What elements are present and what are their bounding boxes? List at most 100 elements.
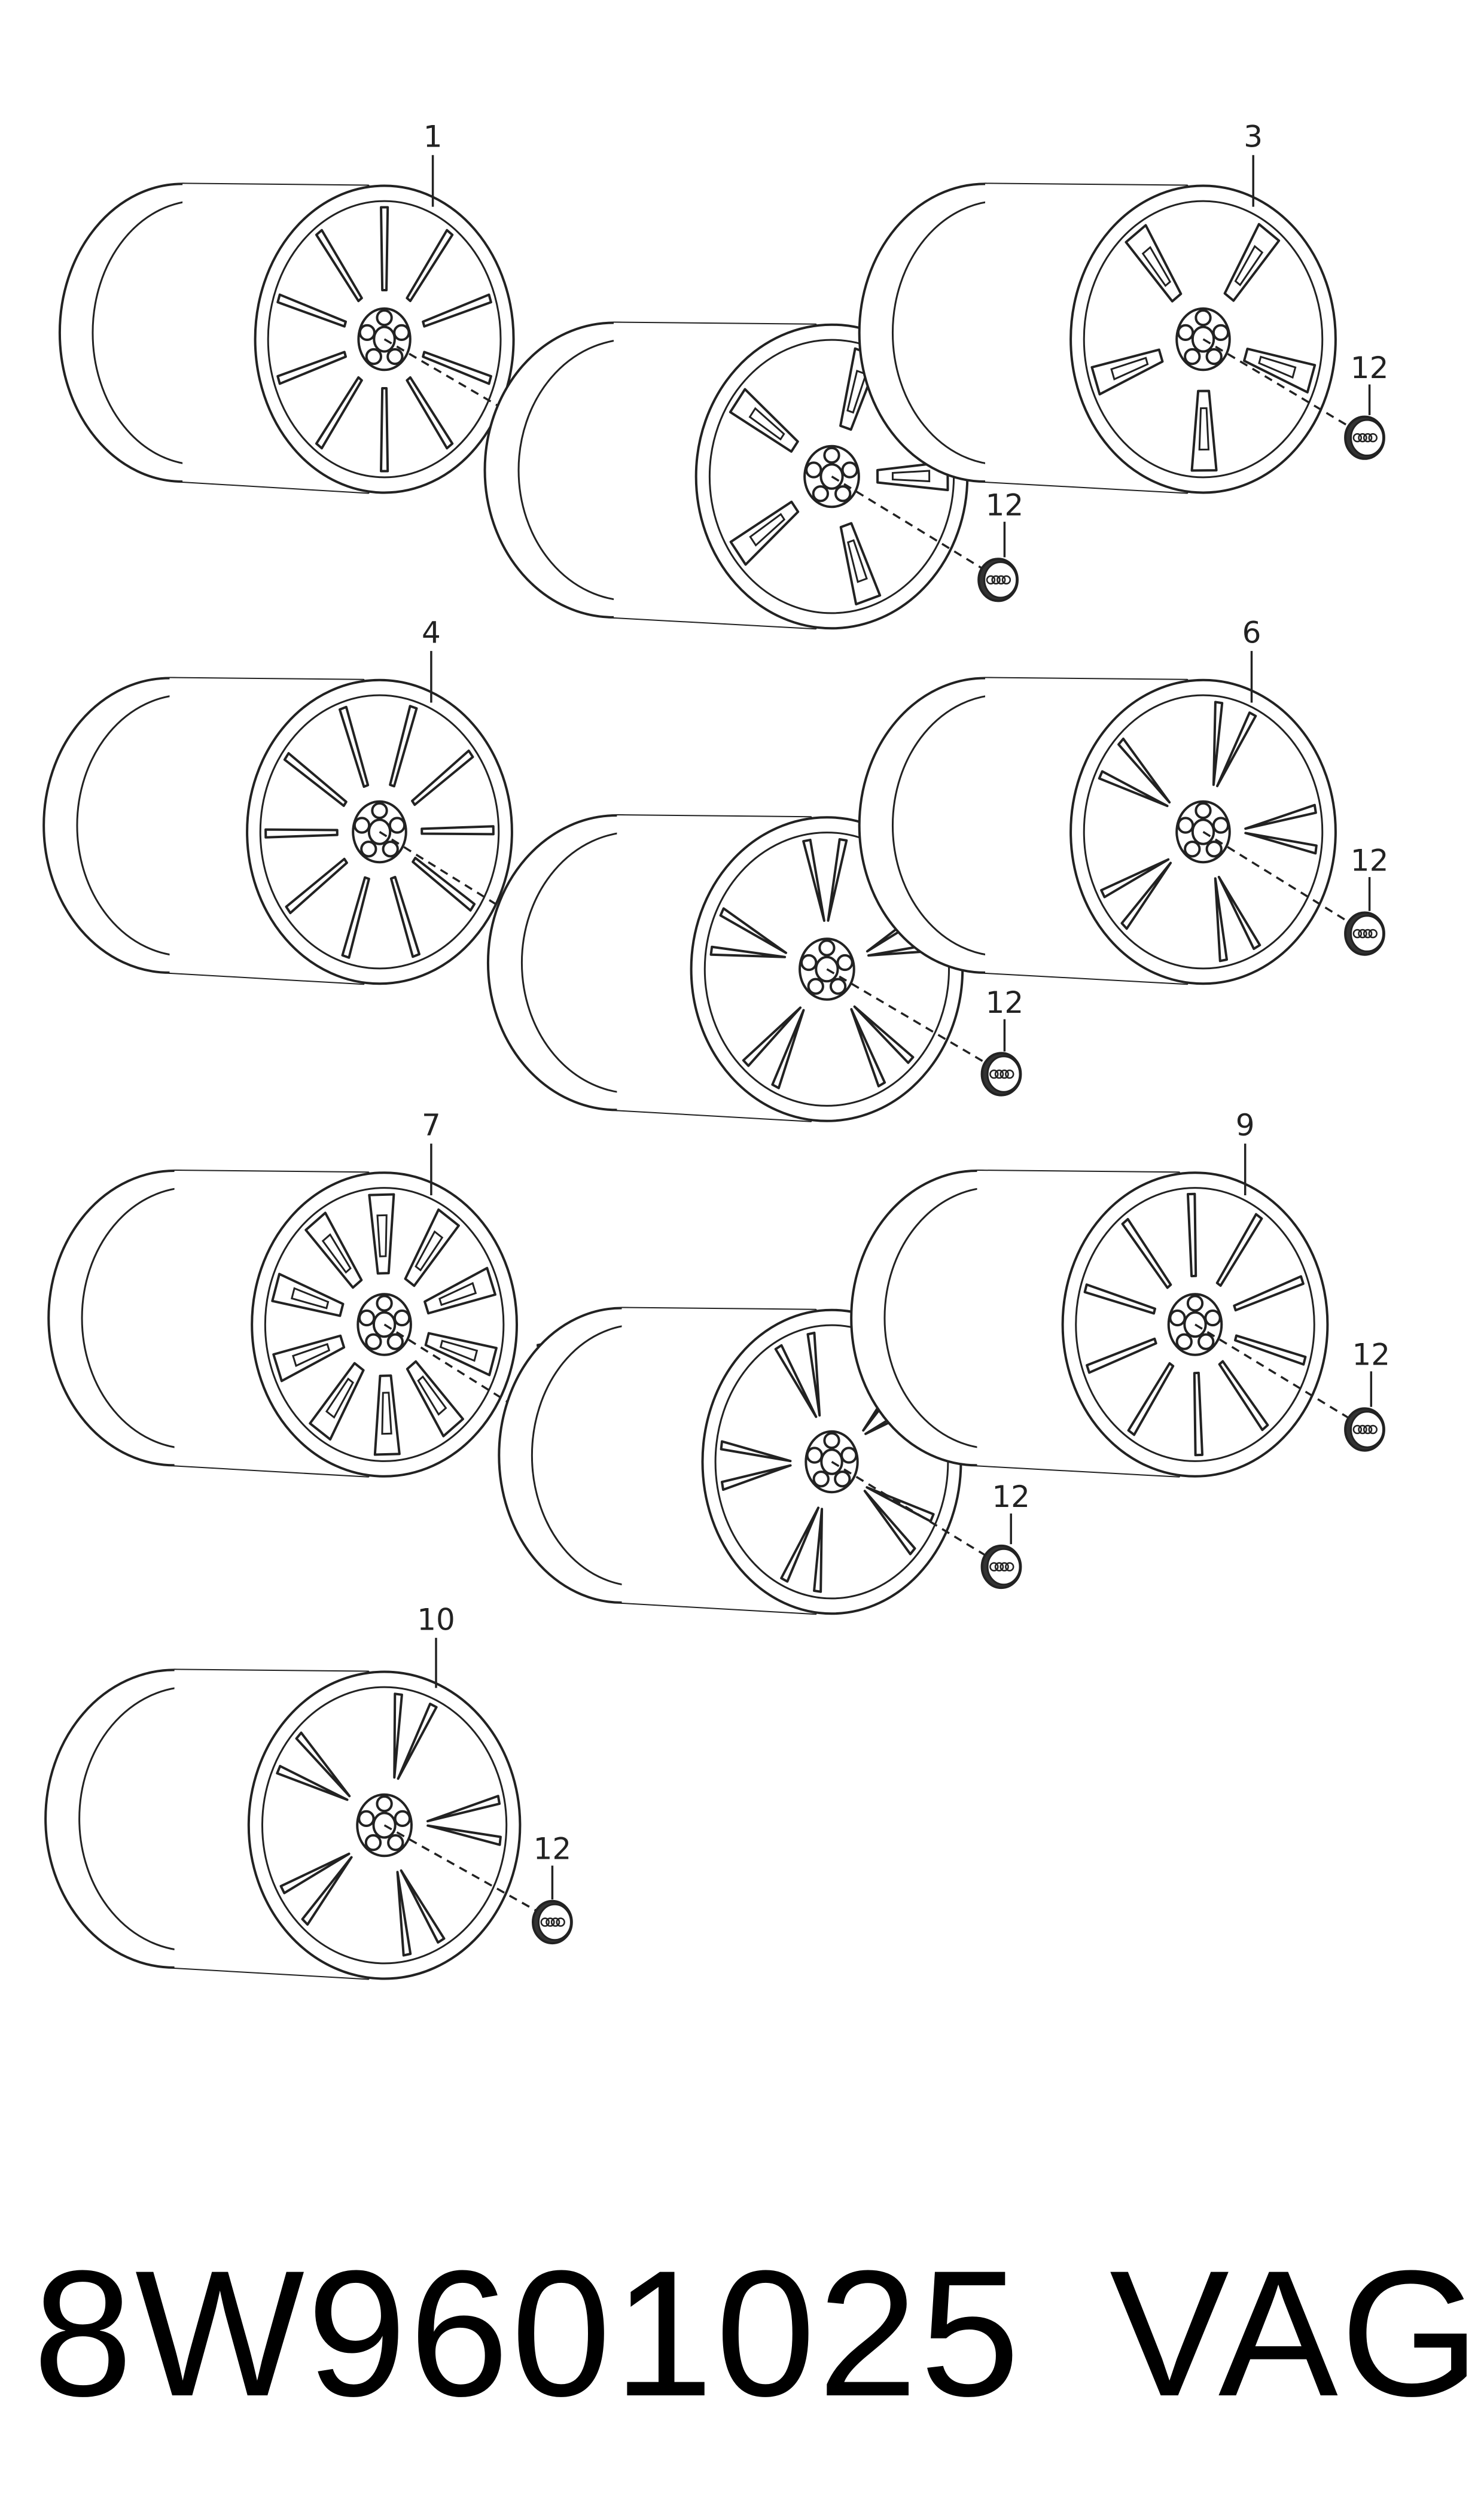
lug-nut — [1212, 324, 1230, 342]
spoke-window — [417, 1375, 447, 1416]
cap-logo-ring — [1368, 1424, 1378, 1435]
spoke — [1086, 1337, 1157, 1374]
spoke — [863, 1490, 916, 1555]
spoke-window — [321, 1233, 352, 1274]
spoke — [1190, 389, 1218, 472]
spoke-window — [891, 470, 931, 483]
lug-nut — [376, 1295, 393, 1312]
spoke — [1121, 1217, 1172, 1289]
cap-logo-ring — [997, 575, 1006, 585]
spoke-window — [415, 1230, 444, 1272]
spoke — [400, 1869, 446, 1944]
spoke — [876, 461, 949, 492]
wheel-callout-label: 7 — [422, 1108, 441, 1143]
lug-nut — [823, 1432, 840, 1450]
spoke — [1217, 875, 1261, 950]
lug-nut — [1169, 1309, 1186, 1327]
spoke-window — [1141, 246, 1172, 287]
spoke — [424, 1332, 498, 1377]
spoke — [1090, 348, 1164, 396]
cap-logo-ring — [1363, 433, 1373, 443]
wheel-3: 312 — [858, 120, 1388, 494]
spoke — [373, 1374, 401, 1456]
cap-logo-ring — [1358, 928, 1367, 939]
spoke — [276, 1765, 349, 1801]
wheel-6: 612 — [858, 616, 1388, 985]
spoke — [1098, 770, 1169, 808]
spoke — [853, 1005, 915, 1064]
cap-callout-label: 12 — [534, 1832, 572, 1867]
lug-nut — [1204, 1309, 1221, 1327]
cap-callout-label: 12 — [992, 1479, 1030, 1514]
lug-nut — [393, 1309, 411, 1327]
cap-logo-ring — [1352, 928, 1363, 939]
lug-nut — [393, 324, 410, 342]
cap-leader — [1194, 1323, 1352, 1421]
rim-lip — [1075, 1187, 1315, 1462]
center-cap-6 — [1344, 911, 1385, 956]
spoke-window — [846, 539, 868, 583]
spoke — [827, 838, 848, 922]
lug-nut — [841, 461, 858, 479]
part-number: 8W9601025 — [33, 2233, 1022, 2434]
spoke — [264, 828, 339, 839]
spoke — [339, 705, 370, 788]
spoke-window — [748, 407, 785, 441]
spoke — [380, 206, 389, 292]
center-cap-10 — [532, 1899, 573, 1945]
spoke — [406, 376, 454, 450]
cap-leader — [831, 476, 986, 571]
spoke — [774, 1344, 818, 1418]
lug-nut — [1205, 841, 1223, 858]
cap-leader — [1202, 831, 1352, 925]
spoke-window — [1234, 245, 1264, 287]
center-cap-2 — [977, 558, 1019, 602]
spoke — [422, 293, 492, 328]
spoke — [276, 293, 348, 328]
spoke — [709, 945, 787, 958]
rim-lip — [1083, 200, 1324, 479]
lug-nut — [1197, 1333, 1215, 1350]
lug-nut — [382, 841, 399, 858]
lug-nut — [829, 978, 847, 995]
cap-logo-ring — [1005, 1562, 1014, 1572]
spoke — [422, 351, 492, 385]
lug-nut — [1205, 348, 1223, 366]
spoke — [719, 907, 788, 954]
lug-nut — [394, 1810, 411, 1828]
spoke — [1223, 223, 1281, 302]
lug-nut — [360, 841, 377, 858]
lug-nut — [807, 978, 824, 995]
spoke — [271, 1272, 345, 1317]
brand-label: VAG — [1110, 2233, 1483, 2434]
cap-logo-ring — [1363, 928, 1373, 939]
wheel-callout-label: 1 — [423, 120, 443, 154]
lug-nut — [806, 1447, 823, 1464]
spoke — [295, 1731, 351, 1798]
spoke — [315, 376, 363, 450]
spoke — [742, 1006, 802, 1067]
spoke — [426, 1824, 502, 1846]
spoke — [341, 876, 370, 959]
spoke — [406, 1360, 464, 1438]
lug-nut — [1212, 817, 1230, 834]
cap-logo-ring — [556, 1917, 565, 1927]
cap-logo-ring — [989, 1069, 999, 1079]
rim-lip — [261, 1686, 508, 1965]
cap-logo-ring — [994, 1562, 1004, 1572]
cap-logo-ring — [540, 1917, 550, 1927]
spoke — [420, 825, 495, 836]
cap-logo-ring — [1358, 433, 1367, 443]
spoke — [397, 1703, 438, 1780]
lug-nut — [1177, 817, 1194, 834]
cap-logo-ring — [1368, 928, 1378, 939]
rim-lip — [703, 832, 950, 1107]
lug-nut — [388, 817, 406, 834]
lug-nut — [371, 802, 388, 820]
spoke — [1120, 861, 1172, 930]
spoke — [1193, 1371, 1204, 1457]
cap-leader — [831, 1461, 989, 1558]
lug-nut — [812, 1470, 830, 1488]
spoke — [1218, 1360, 1269, 1432]
spoke — [404, 1208, 460, 1287]
